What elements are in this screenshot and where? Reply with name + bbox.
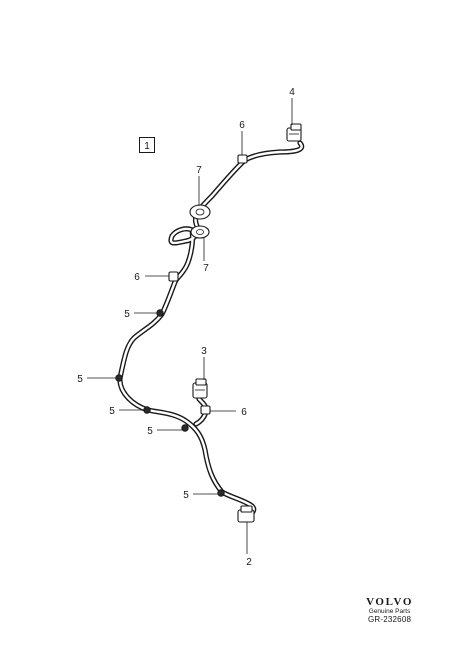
- callout-3: 3: [201, 346, 207, 357]
- callout-6-lower: 6: [241, 407, 247, 418]
- callout-5-b: 5: [77, 374, 83, 385]
- clip-5-a: [156, 309, 164, 317]
- clip-6-middle: [168, 271, 179, 282]
- callout-6-middle: 6: [134, 272, 140, 283]
- clip-6-upper: [237, 154, 248, 164]
- callout-7-lower: 7: [203, 263, 209, 274]
- callout-2: 2: [246, 557, 252, 568]
- clip-5-e: [217, 489, 225, 497]
- clip-6-lower: [200, 405, 211, 415]
- brand-block: VOLVO Genuine Parts GR-232608: [366, 597, 413, 624]
- callout-4: 4: [289, 87, 295, 98]
- group-label: 1: [139, 137, 155, 153]
- callout-5-c: 5: [109, 406, 115, 417]
- connector-4: [286, 123, 302, 142]
- clip-5-b: [115, 374, 123, 382]
- brand-logo: VOLVO: [366, 596, 413, 609]
- leader-lines: [87, 98, 293, 554]
- callout-labels: 4 6 7 7 6 5 5 3 5 6 5 5 2: [77, 87, 295, 568]
- connector-3: [192, 378, 208, 399]
- connector-2: [237, 505, 255, 523]
- callout-6-upper: 6: [239, 120, 245, 131]
- grommet-7-upper: [189, 204, 211, 220]
- callout-5-e: 5: [183, 490, 189, 501]
- diagram-reference: GR-232608: [367, 614, 412, 624]
- group-label-text: 1: [144, 141, 150, 152]
- clip-5-d: [181, 424, 189, 432]
- grommet-7-lower: [190, 225, 210, 239]
- callout-7-upper: 7: [196, 165, 202, 176]
- harness-cable: [117, 140, 305, 518]
- clip-5-c: [143, 406, 151, 414]
- brand-subtitle: Genuine Parts: [368, 607, 411, 615]
- callout-5-d: 5: [147, 426, 153, 437]
- callout-5-a: 5: [124, 309, 130, 320]
